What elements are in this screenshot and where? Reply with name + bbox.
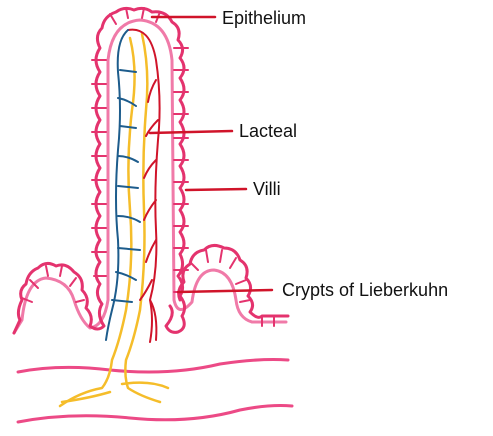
villi-label: Villi <box>253 179 281 199</box>
epithelium-label: Epithelium <box>222 8 307 28</box>
epithelium-outer-layer <box>12 6 187 335</box>
crypts-of-lieberkuhn-label: Crypts of Lieberkuhn <box>282 280 449 300</box>
muscle-layer-bottom <box>16 404 294 424</box>
arteriole <box>127 28 161 343</box>
epithelium-right-crypt-wall <box>177 243 290 319</box>
muscle-layer-top <box>16 358 290 374</box>
lacteal-label: Lacteal <box>239 121 298 141</box>
venule <box>105 29 141 341</box>
lacteal-pointer <box>148 129 234 135</box>
villi-pointer <box>184 187 248 192</box>
crypts-pointer <box>176 288 274 294</box>
epithelial-cell-borders <box>21 7 275 327</box>
lacteal-vessel <box>58 32 170 408</box>
epithelium-inner-lining <box>12 18 288 335</box>
